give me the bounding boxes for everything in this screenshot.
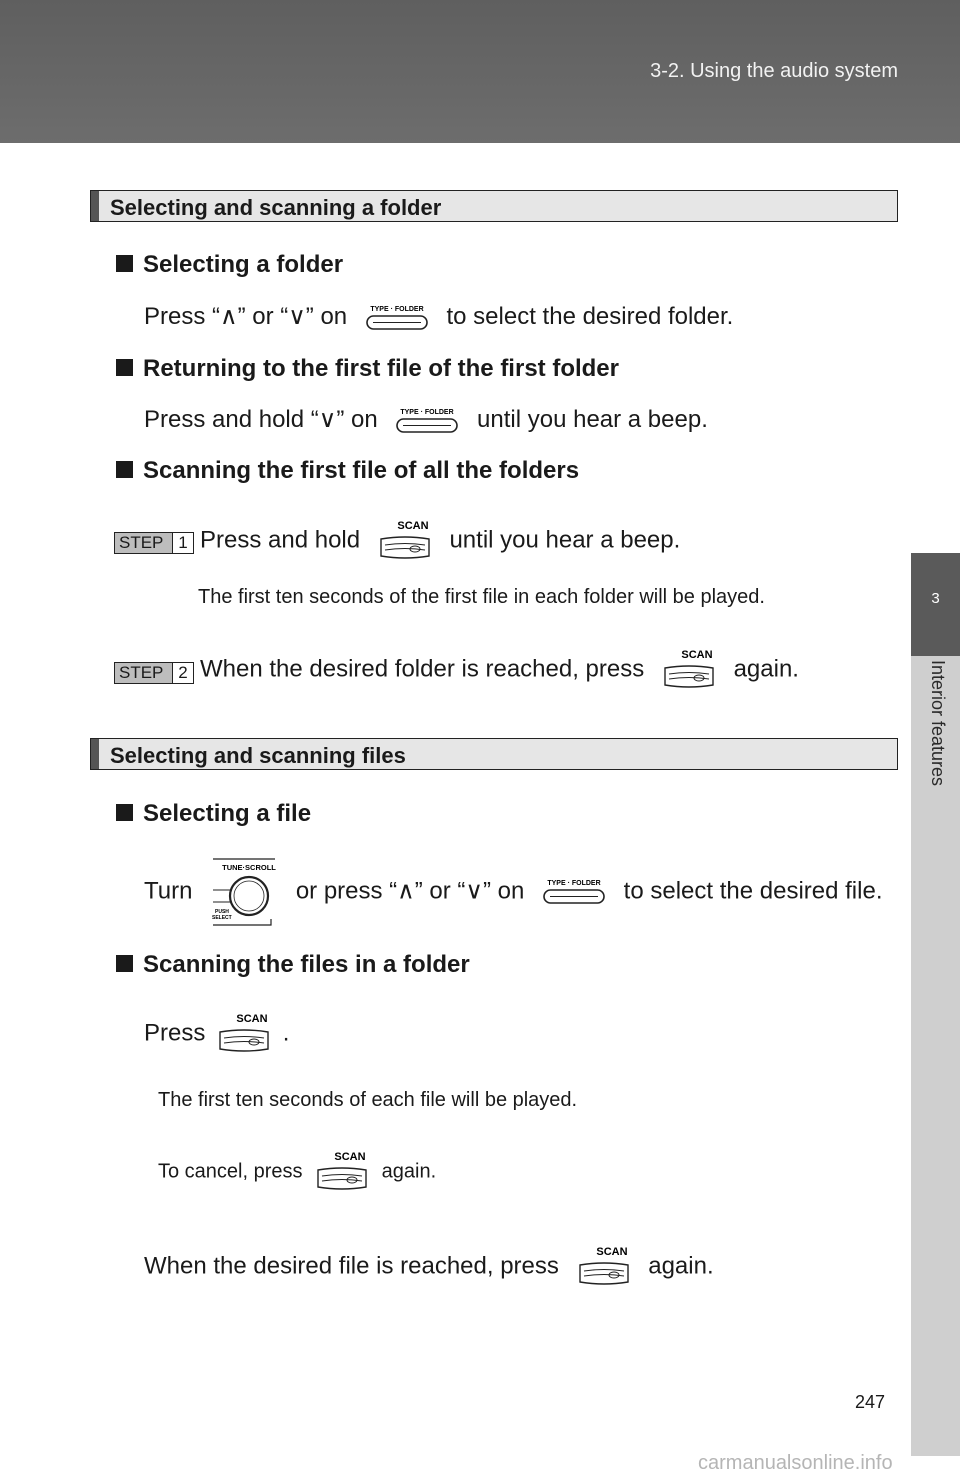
scan-button-icon: SCAN <box>661 648 717 692</box>
svg-text:TYPE · FOLDER: TYPE · FOLDER <box>370 306 423 313</box>
instruction-return-first-file: Press and hold “∨” on TYPE · FOLDER unti… <box>144 405 708 436</box>
svg-text:TYPE · FOLDER: TYPE · FOLDER <box>401 409 454 416</box>
type-folder-button-icon: TYPE · FOLDER <box>394 406 460 436</box>
square-bullet-icon <box>116 955 133 972</box>
section-heading-folder: Selecting and scanning a folder <box>90 190 898 222</box>
svg-text:TUNE·SCROLL: TUNE·SCROLL <box>222 863 276 872</box>
note-first-ten-seconds: The first ten seconds of each file will … <box>158 1089 578 1111</box>
watermark: carmanualsonline.info <box>698 1452 893 1474</box>
section-heading-files: Selecting and scanning files <box>90 738 898 770</box>
instruction-select-file: Turn TUNE·SCROLL PUSH SELECT or press “∧… <box>144 856 882 928</box>
chapter-tab <box>911 553 960 656</box>
subheading-selecting-file: Selecting a file <box>116 800 311 828</box>
svg-text:SELECT: SELECT <box>212 915 232 921</box>
tune-scroll-knob-icon: TUNE·SCROLL PUSH SELECT <box>209 856 279 928</box>
svg-text:SCAN: SCAN <box>334 1151 365 1163</box>
scan-button-icon: SCAN <box>377 519 433 563</box>
section-heading-text: Selecting and scanning a folder <box>110 195 442 220</box>
subheading-scanning-folders: Scanning the first file of all the folde… <box>116 457 579 485</box>
square-bullet-icon <box>116 359 133 376</box>
subheading-scanning-files: Scanning the files in a folder <box>116 951 470 979</box>
svg-text:PUSH: PUSH <box>215 909 229 915</box>
note-cancel: To cancel, press SCAN again. <box>158 1150 436 1194</box>
svg-text:SCAN: SCAN <box>397 520 428 532</box>
page-number: 247 <box>855 1392 886 1412</box>
square-bullet-icon <box>116 255 133 272</box>
scan-button-icon: SCAN <box>314 1150 370 1194</box>
instruction-scan-files: Press SCAN . <box>144 1012 289 1056</box>
instruction-final-file: When the desired file is reached, press … <box>144 1245 714 1289</box>
instruction-select-folder: Press “∧” or “∨” on TYPE · FOLDER to sel… <box>144 302 733 333</box>
step-1-instruction: Press and hold SCAN until you hear a bee… <box>200 519 680 563</box>
section-heading-text: Selecting and scanning files <box>110 743 406 768</box>
chapter-label: Interior features <box>928 660 948 787</box>
step-2-badge: STEP 2 <box>114 662 194 684</box>
scan-button-icon: SCAN <box>576 1245 632 1289</box>
step-1-badge: STEP 1 <box>114 532 194 554</box>
scan-button-icon: SCAN <box>216 1012 272 1056</box>
chapter-strip <box>911 656 960 1456</box>
step-2-instruction: When the desired folder is reached, pres… <box>200 648 799 692</box>
svg-text:SCAN: SCAN <box>236 1013 267 1025</box>
page-header: 3-2. Using the audio system <box>0 0 960 143</box>
svg-text:TYPE · FOLDER: TYPE · FOLDER <box>547 880 600 887</box>
header-section-title: 3-2. Using the audio system <box>650 60 898 82</box>
type-folder-button-icon: TYPE · FOLDER <box>541 877 607 907</box>
svg-text:SCAN: SCAN <box>596 1246 627 1258</box>
subheading-selecting-folder: Selecting a folder <box>116 251 343 279</box>
square-bullet-icon <box>116 461 133 478</box>
type-folder-button-icon: TYPE · FOLDER <box>364 303 430 333</box>
svg-text:SCAN: SCAN <box>681 649 712 661</box>
step-1-note: The first ten seconds of the first file … <box>198 586 765 608</box>
chapter-number: 3 <box>931 590 940 607</box>
square-bullet-icon <box>116 804 133 821</box>
subheading-returning-first-file: Returning to the first file of the first… <box>116 355 619 383</box>
